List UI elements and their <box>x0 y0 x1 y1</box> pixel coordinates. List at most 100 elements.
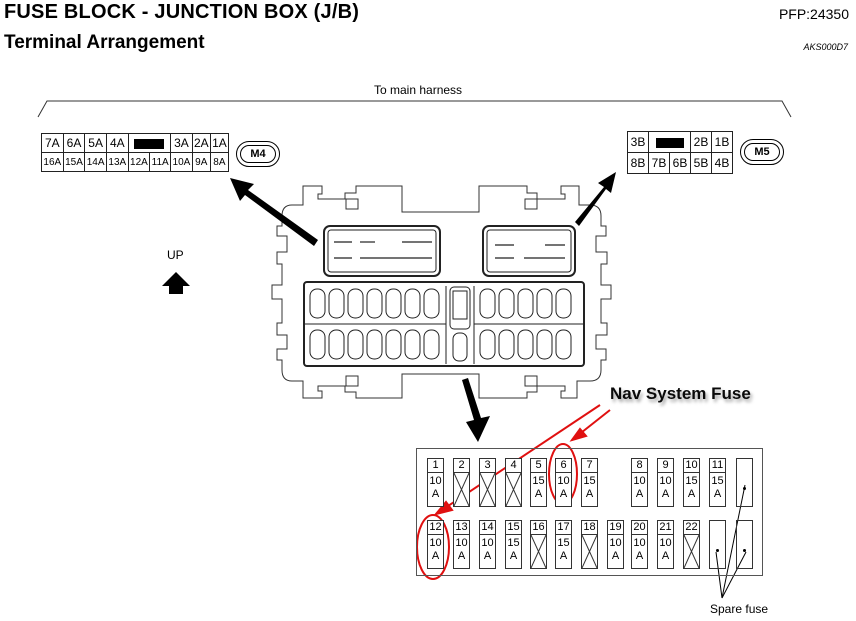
fuse-number: 21 <box>658 521 673 535</box>
body-fuse-slot <box>328 329 345 360</box>
body-fuse-slot <box>366 288 383 319</box>
fuse-unit: A <box>687 488 696 500</box>
up-label: UP <box>167 248 184 262</box>
fuse-number: 13 <box>454 521 469 535</box>
fuse-slot-empty: 16 <box>530 520 547 569</box>
fuse-amperage: 10 <box>659 537 672 549</box>
fuse-number: 5 <box>531 459 546 473</box>
body-fuse-slot <box>555 329 572 360</box>
fuse-unit: A <box>585 488 594 500</box>
connector-m5-housing <box>482 225 576 277</box>
body-fuse-slot <box>555 288 572 319</box>
fuse-slot-empty: 4 <box>505 458 522 507</box>
body-fuse-slot <box>479 288 496 319</box>
pin: 6A <box>62 133 86 153</box>
fuse-unit: A <box>483 550 492 562</box>
pin: 2A <box>191 133 211 153</box>
fuse-number: 16 <box>531 521 546 535</box>
pin: 7A <box>41 133 64 153</box>
fuse-unit: A <box>509 550 518 562</box>
body-fuse-slot <box>328 288 345 319</box>
pin: 2B <box>690 131 712 153</box>
connector-m4-pinout: 7A 6A 5A 4A 3A 2A 1A 16A 15A 14A 13A 12A… <box>41 133 230 172</box>
body-fuse-slot <box>309 288 326 319</box>
fuse-number: 17 <box>556 521 571 535</box>
pin: 1A <box>209 133 230 153</box>
page-title: FUSE BLOCK - JUNCTION BOX (J/B) <box>4 1 360 23</box>
body-fuse-slot <box>385 288 402 319</box>
pin: 14A <box>84 152 107 172</box>
fuse-slot-empty: 18 <box>581 520 598 569</box>
fuse-amperage: 15 <box>583 475 596 487</box>
fuse-amperage: 10 <box>455 537 468 549</box>
connector-m4-badge: M4 <box>236 141 280 167</box>
fuse-unit: A <box>457 550 466 562</box>
body-fuse-slot <box>347 329 364 360</box>
fuse-unit: A <box>431 550 440 562</box>
m4-pointer-arrow <box>230 178 318 246</box>
connector-m4-housing <box>323 225 441 277</box>
spare-fuse-label: Spare fuse <box>710 602 769 616</box>
m5-pointer-arrow <box>575 172 616 226</box>
pin: 9A <box>191 152 211 172</box>
pin: 10A <box>170 152 193 172</box>
fuse-amperage: 10 <box>609 537 622 549</box>
fuse-unit: A <box>661 488 670 500</box>
fuse-number: 4 <box>506 459 521 473</box>
body-fuse-slot <box>404 288 421 319</box>
body-fuse-slot <box>385 329 402 360</box>
pin: 3A <box>170 133 193 153</box>
connector-m5-label: M5 <box>744 143 780 161</box>
pin: 3B <box>627 131 649 153</box>
fuse-slot-empty: 3 <box>479 458 496 507</box>
fuse-amperage: 10 <box>429 537 442 549</box>
fuse-amperage: 10 <box>557 475 570 487</box>
fuse-number: 22 <box>684 521 699 535</box>
fuse-amperage: 10 <box>481 537 494 549</box>
fuse-number: 9 <box>658 459 673 473</box>
body-fuse-slot <box>366 329 383 360</box>
part-code: PFP:24350 <box>778 6 849 22</box>
pin: 11A <box>149 152 172 172</box>
body-fuse-slot <box>498 329 515 360</box>
connector-m5-pinout: 3B 2B 1B 8B 7B 6B 5B 4B <box>627 131 733 174</box>
pin: 16A <box>41 152 64 172</box>
pin: 8B <box>627 152 649 174</box>
fuse-amperage: 15 <box>532 475 545 487</box>
body-fuse-slot <box>498 288 515 319</box>
fuse-number: 18 <box>582 521 597 535</box>
fuse-unit: A <box>559 488 568 500</box>
body-fuse-slot <box>536 329 553 360</box>
up-arrow-icon <box>162 272 190 294</box>
fuse-amperage: 10 <box>429 475 442 487</box>
body-fuse-slots <box>309 288 572 362</box>
body-fuse-slot <box>347 288 364 319</box>
pin: 15A <box>62 152 86 172</box>
pin: 1B <box>711 131 733 153</box>
pin: 4A <box>105 133 129 153</box>
fuse-unit: A <box>661 550 670 562</box>
key-block <box>648 131 691 153</box>
no-fuse-cross-icon <box>531 535 546 568</box>
pin: 13A <box>105 152 129 172</box>
fuse-number: 1 <box>428 459 443 473</box>
spare-fuse-slot <box>709 520 726 569</box>
pin: 4B <box>711 152 733 174</box>
fuse-unit: A <box>431 488 440 500</box>
fuse-unit: A <box>559 550 568 562</box>
fuse-amperage: 15 <box>507 537 520 549</box>
spare-fuse-slot <box>736 520 753 569</box>
body-fuse-slot <box>309 329 326 360</box>
fuse-number: 8 <box>632 459 647 473</box>
fuse-number: 6 <box>556 459 571 473</box>
spare-fuse-slot <box>736 458 753 507</box>
body-fuse-slot <box>517 329 534 360</box>
doc-code: AKS000D7 <box>803 42 848 52</box>
fuse-slot-empty: 2 <box>453 458 470 507</box>
pin: 6B <box>669 152 691 174</box>
